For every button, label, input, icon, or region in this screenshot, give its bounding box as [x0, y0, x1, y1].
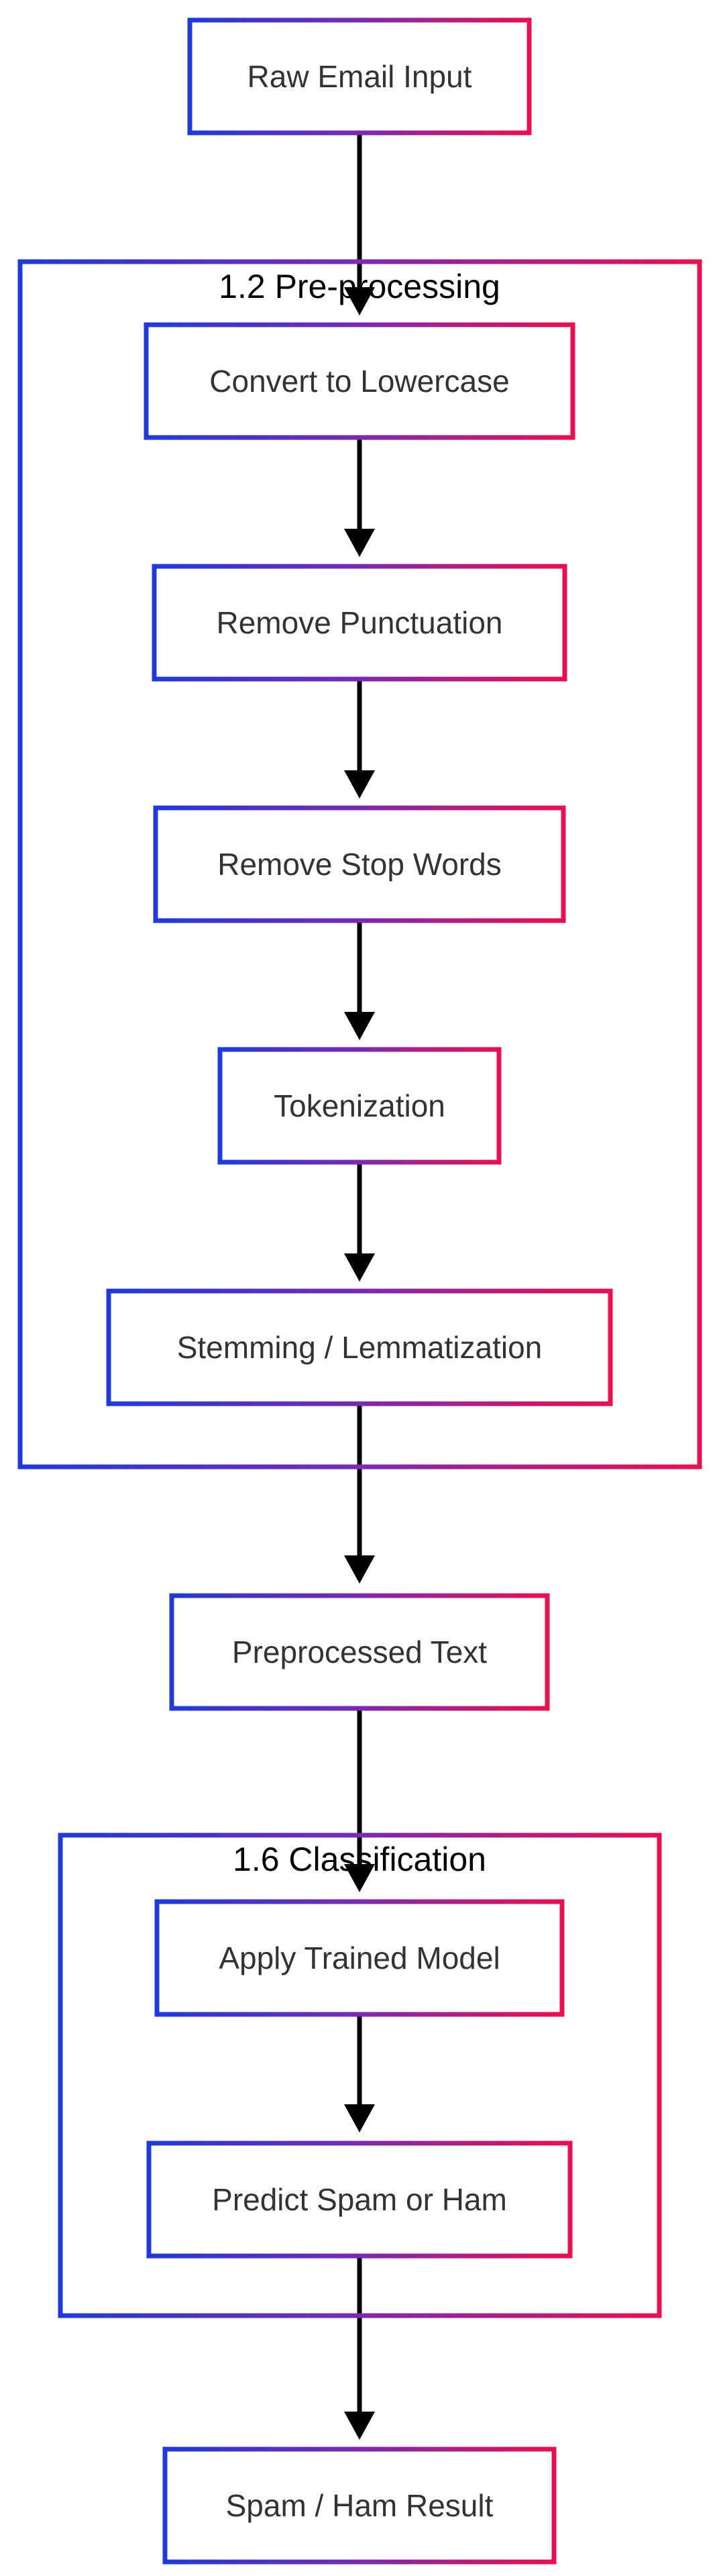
- node-stemming-lemmatization: Stemming / Lemmatization: [106, 1288, 613, 1406]
- node-spam-ham-result-box: [162, 2446, 557, 2565]
- edge-lowercase-to-punctuation-arrowhead: [344, 529, 375, 557]
- node-remove-punctuation: Remove Punctuation: [152, 564, 567, 682]
- edge-predict-to-result-arrowhead: [344, 2412, 375, 2440]
- node-raw-email-input-label: Raw Email Input: [247, 59, 472, 94]
- node-predict-spam-ham: Predict Spam or Ham: [146, 2141, 573, 2259]
- node-preprocessed-text-label: Preprocessed Text: [232, 1635, 487, 1669]
- group-classification-frame: [58, 1833, 662, 2318]
- node-remove-punctuation-box: [152, 564, 567, 682]
- node-remove-stop-words-label: Remove Stop Words: [217, 847, 502, 882]
- node-raw-email-input: Raw Email Input: [187, 17, 532, 136]
- node-preprocessed-text: Preprocessed Text: [169, 1593, 550, 1711]
- connectors: [344, 133, 375, 2440]
- group-preprocessing: 1.2 Pre-processing: [17, 259, 702, 1470]
- node-apply-trained-model-label: Apply Trained Model: [219, 1941, 500, 1975]
- edge-tokenization-to-stemming-arrowhead: [344, 1253, 375, 1282]
- node-preprocessed-text-box: [169, 1593, 550, 1711]
- node-predict-spam-ham-label: Predict Spam or Ham: [212, 2182, 507, 2217]
- node-remove-punctuation-label: Remove Punctuation: [216, 605, 502, 640]
- group-preprocessing-frame: [17, 259, 702, 1470]
- edge-stemming-to-preprocessed-arrowhead: [344, 1555, 375, 1584]
- node-convert-lowercase-box: [144, 322, 575, 440]
- node-stemming-lemmatization-label: Stemming / Lemmatization: [177, 1330, 543, 1365]
- edge-model-to-predict-arrowhead: [344, 2104, 375, 2132]
- group-classification: 1.6 Classification: [58, 1833, 662, 2318]
- node-tokenization: Tokenization: [217, 1047, 502, 1165]
- node-tokenization-label: Tokenization: [274, 1088, 445, 1123]
- node-remove-stop-words: Remove Stop Words: [153, 805, 566, 923]
- node-convert-lowercase: Convert to Lowercase: [144, 322, 575, 440]
- node-raw-email-input-box: [187, 17, 532, 136]
- node-tokenization-box: [217, 1047, 502, 1165]
- node-spam-ham-result-label: Spam / Ham Result: [226, 2488, 494, 2523]
- edge-raw-to-lowercase-arrowhead: [344, 287, 375, 315]
- edge-stopwords-to-tokenization-arrowhead: [344, 1012, 375, 1040]
- group-preprocessing-label: 1.2 Pre-processing: [219, 268, 500, 305]
- node-apply-trained-model: Apply Trained Model: [154, 1899, 565, 2017]
- node-apply-trained-model-box: [154, 1899, 565, 2017]
- node-remove-stop-words-box: [153, 805, 566, 923]
- group-classification-label: 1.6 Classification: [233, 1841, 486, 1878]
- node-spam-ham-result: Spam / Ham Result: [162, 2446, 557, 2565]
- edge-punctuation-to-stopwords-arrowhead: [344, 770, 375, 798]
- node-predict-spam-ham-box: [146, 2141, 573, 2259]
- node-stemming-lemmatization-box: [106, 1288, 613, 1406]
- node-convert-lowercase-label: Convert to Lowercase: [209, 364, 509, 399]
- edge-preprocessed-to-model-arrowhead: [344, 1864, 375, 1892]
